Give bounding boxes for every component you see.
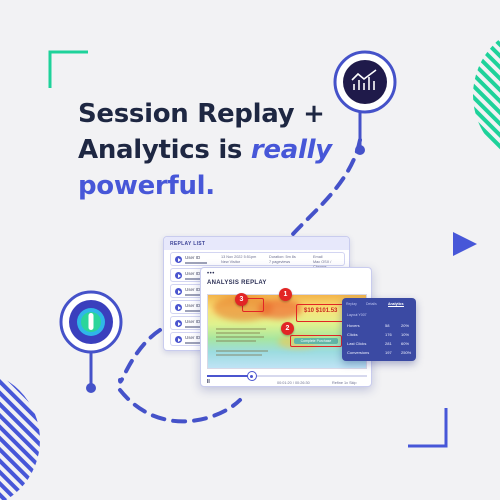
row-user: User ID — [185, 255, 201, 260]
metric-percent: 250% — [401, 350, 412, 355]
metric-percent: 20% — [401, 323, 410, 328]
highlight-box — [290, 335, 342, 347]
analytics-row: Conversions 197 250% — [347, 349, 413, 357]
metric-percent: 60% — [401, 341, 410, 346]
play-triangle-icon — [453, 232, 477, 256]
play-icon[interactable] — [175, 320, 182, 327]
text-line — [216, 328, 266, 330]
app-logo-icon — [77, 308, 105, 336]
text-line — [216, 340, 256, 342]
metric-value: 176 — [385, 332, 392, 337]
heat-spot — [258, 299, 302, 319]
playback-controls[interactable]: Refine 1x Skip — [332, 381, 357, 385]
timeline-track[interactable] — [207, 375, 367, 377]
timeline-scrubber[interactable] — [246, 371, 257, 381]
metric-label: Conversions — [347, 350, 370, 355]
row-user: User ID — [185, 271, 201, 276]
analytics-chart-icon — [351, 69, 377, 90]
analytics-panel: Replay Details Analytics Layout Y007 Hov… — [342, 298, 416, 361]
blue-corner-bracket — [408, 408, 448, 448]
analytics-row: Last Clicks 281 60% — [347, 340, 413, 348]
analytics-tabs: Replay Details Analytics — [346, 302, 414, 309]
play-icon[interactable] — [175, 288, 182, 295]
badge-2: 2 — [281, 322, 294, 335]
metric-percent: 10% — [401, 332, 410, 337]
play-icon[interactable] — [175, 272, 182, 279]
metric-label: Last Clicks — [347, 341, 367, 346]
row-user: User ID — [185, 287, 201, 292]
text-line — [216, 332, 260, 334]
row-user: User ID — [185, 319, 201, 324]
row-user: User ID — [185, 303, 201, 308]
headline-line-3: powerful. — [78, 171, 215, 201]
purchase-button[interactable]: Complete Purchase — [294, 338, 338, 344]
play-icon[interactable] — [175, 304, 182, 311]
analytics-row: Hovers 58 20% — [347, 322, 413, 330]
replay-timeline[interactable]: II 00:01:20 / 00:26:30 Refine 1x Skip — [207, 371, 367, 386]
metric-value: 58 — [385, 323, 390, 328]
green-corner-bracket — [48, 50, 88, 88]
tab-replay[interactable]: Replay — [346, 302, 357, 306]
metric-label: Clicks — [347, 332, 358, 337]
timeline-time: 00:01:20 / 00:26:30 — [277, 381, 310, 385]
green-striped-circle — [473, 38, 500, 152]
metric-value: 197 — [385, 350, 392, 355]
tab-analytics[interactable]: Analytics — [388, 302, 404, 307]
headline: Session Replay + Analytics is really pow… — [78, 96, 338, 204]
text-line — [216, 350, 268, 352]
headline-line-1: Session Replay + — [78, 99, 325, 129]
analytics-row: Clicks 176 10% — [347, 331, 413, 339]
row-underline — [185, 342, 207, 344]
replay-list-title: REPLAY LIST — [164, 237, 349, 250]
play-icon[interactable] — [175, 256, 182, 263]
text-line — [216, 354, 262, 356]
play-icon[interactable] — [175, 336, 182, 343]
badge-3: 3 — [235, 293, 248, 306]
headline-emphasis: really — [250, 135, 332, 165]
row-user: User ID — [185, 335, 201, 340]
text-line — [216, 336, 264, 338]
row-underline — [185, 278, 207, 280]
tab-details[interactable]: Details — [366, 302, 377, 306]
timeline-progress — [207, 375, 252, 377]
top-pin — [333, 50, 397, 155]
analysis-replay-title: ANALYSIS REPLAY — [207, 280, 267, 286]
menu-dots-icon[interactable]: ••• — [207, 271, 215, 277]
price-text: $10 $101.53 — [304, 308, 338, 314]
metric-label: Hovers — [347, 323, 360, 328]
analytics-subtitle: Layout Y007 — [347, 313, 367, 317]
row-underline — [185, 310, 207, 312]
metric-value: 281 — [385, 341, 392, 346]
blue-striped-circle — [0, 376, 40, 500]
headline-line-2: Analytics is really — [78, 132, 338, 168]
headline-line-2-start: Analytics is — [78, 135, 251, 165]
row-underline — [185, 262, 207, 264]
badge-1: 1 — [279, 288, 292, 301]
row-underline — [185, 326, 207, 328]
pause-icon[interactable]: II — [207, 379, 210, 385]
row-underline — [185, 294, 207, 296]
left-pin — [59, 290, 123, 393]
